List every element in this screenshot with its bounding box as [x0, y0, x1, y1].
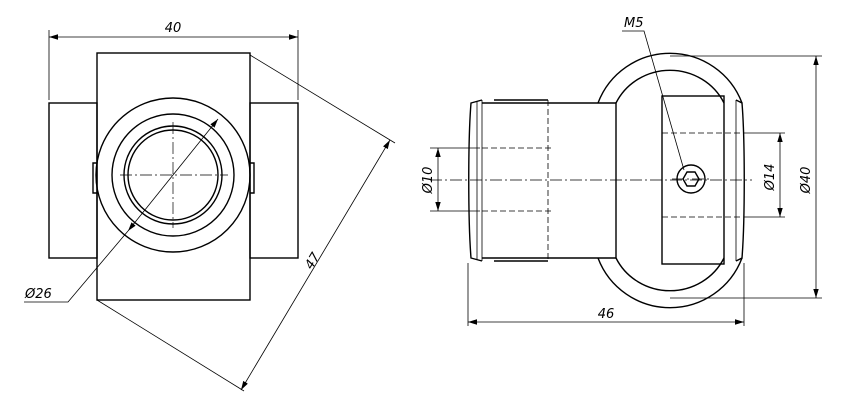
dia14-text: Ø14	[763, 164, 778, 192]
diag-dim-text: 47	[302, 250, 324, 273]
dia10-text: Ø10	[421, 167, 436, 195]
dia40-text: Ø40	[799, 167, 814, 195]
length-dim-text: 46	[598, 307, 615, 322]
bore-leader	[24, 230, 129, 303]
clamp-ring-outer-bottom	[597, 257, 743, 309]
right-flange	[735, 99, 745, 262]
m5-leader	[622, 30, 685, 171]
bore-dim-text: Ø26	[24, 287, 52, 302]
width-dim-text: 40	[165, 21, 182, 36]
left-boss	[92, 162, 97, 194]
clamp-ring-outer	[597, 52, 743, 104]
middle-ring	[111, 113, 235, 237]
right-tube-outline	[249, 102, 299, 259]
clamp-ring-inner	[615, 69, 725, 104]
diag-dim-line	[240, 139, 391, 391]
diag-ext-1	[249, 54, 396, 144]
left-tube-outline	[48, 102, 98, 259]
side-view: M5 Ø10 Ø14 Ø40 46	[421, 16, 822, 326]
left-flange	[468, 99, 483, 262]
m5-label: M5	[624, 16, 644, 31]
bore-dim-line	[127, 118, 219, 232]
clamp-ring-inner-bottom	[615, 257, 725, 292]
front-view: 40 47 Ø26	[24, 21, 396, 392]
diag-ext-2	[96, 299, 245, 392]
body-outline	[96, 52, 251, 301]
